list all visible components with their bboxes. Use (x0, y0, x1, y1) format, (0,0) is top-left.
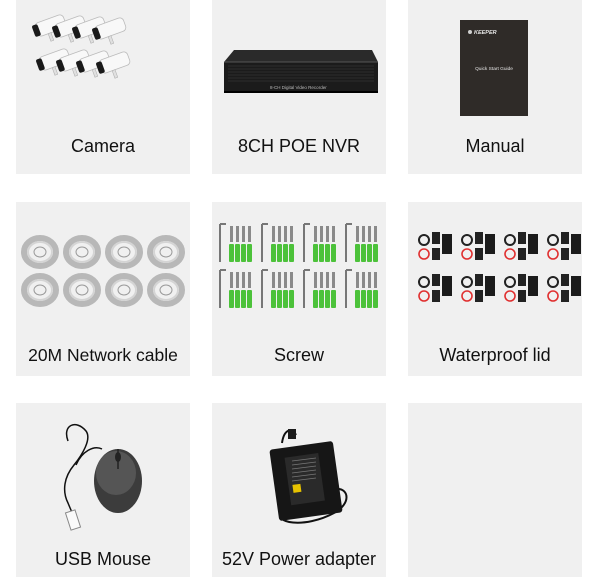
item-label: Camera (70, 136, 136, 156)
tile-camera: Camera (16, 0, 190, 174)
waterproof-lid-icon (418, 232, 581, 302)
tile-empty (408, 403, 582, 577)
tile-screw: Screw (212, 202, 386, 376)
tile-power-adapter: 52V Power adapter (212, 403, 386, 577)
manual-brand: KEEPER (474, 30, 497, 36)
item-label: 20M Network cable (28, 345, 178, 365)
nvr-device-text: 8-CH Digital Video Recorder (270, 85, 327, 90)
power-adapter-icon (269, 429, 348, 524)
mouse-icon (63, 423, 142, 531)
camera-icon (32, 14, 131, 79)
tile-waterproof-lid: Waterproof lid (408, 202, 582, 376)
item-label: 52V Power adapter (221, 549, 377, 569)
tile-manual: KEEPER Quick Start Guide Manual (408, 0, 582, 174)
item-label: Screw (273, 345, 324, 365)
manual-cover-text: Quick Start Guide (475, 66, 513, 72)
cable-icon (21, 235, 185, 307)
tile-usb-mouse: USB Mouse (16, 403, 190, 577)
screw-icon (219, 223, 378, 308)
tile-network-cable: 20M Network cable (16, 202, 190, 376)
item-label: USB Mouse (54, 549, 152, 569)
nvr-icon: 8-CH Digital Video Recorder (224, 50, 378, 93)
item-label: 8CH POE NVR (237, 136, 361, 156)
tile-nvr: 8-CH Digital Video Recorder 8CH POE NVR (212, 0, 386, 174)
item-label: Manual (465, 136, 525, 156)
item-label: Waterproof lid (439, 345, 551, 365)
manual-icon: KEEPER Quick Start Guide (460, 20, 528, 116)
